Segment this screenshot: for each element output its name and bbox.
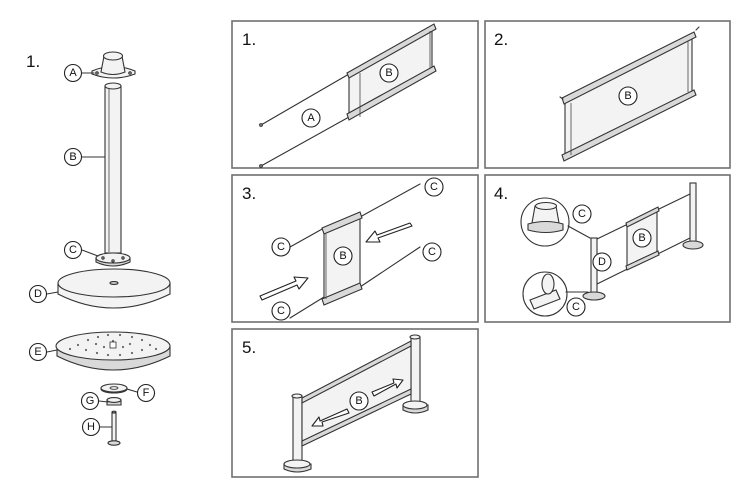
pole bbox=[104, 82, 122, 254]
step-number-left: 1. bbox=[26, 52, 40, 71]
svg-text:C: C bbox=[428, 246, 436, 258]
weight-plate bbox=[55, 331, 171, 371]
panel-5: 5. B bbox=[231, 328, 479, 478]
svg-text:D: D bbox=[34, 288, 42, 300]
svg-text:B: B bbox=[638, 232, 645, 244]
svg-text:B: B bbox=[624, 90, 631, 102]
svg-text:3.: 3. bbox=[242, 184, 256, 203]
bolt bbox=[107, 410, 121, 446]
svg-text:4.: 4. bbox=[494, 184, 508, 203]
svg-text:G: G bbox=[86, 395, 95, 407]
flange bbox=[95, 252, 131, 267]
label-d: D bbox=[28, 284, 48, 304]
svg-text:F: F bbox=[143, 387, 150, 399]
label-e: E bbox=[28, 342, 48, 362]
svg-text:B: B bbox=[339, 250, 346, 262]
svg-text:C: C bbox=[277, 241, 285, 253]
label-f: F bbox=[136, 383, 156, 403]
svg-text:H: H bbox=[87, 421, 95, 433]
label-h: H bbox=[81, 417, 101, 437]
base-plate bbox=[57, 268, 171, 309]
svg-text:A: A bbox=[69, 67, 77, 79]
svg-text:1.: 1. bbox=[242, 30, 256, 49]
label-a: A bbox=[63, 63, 83, 83]
svg-text:B: B bbox=[69, 151, 76, 163]
svg-text:C: C bbox=[69, 244, 77, 256]
svg-text:B: B bbox=[355, 395, 362, 407]
top-cap bbox=[91, 51, 136, 79]
panel-3: 3. B C C C C bbox=[231, 174, 479, 323]
svg-text:C: C bbox=[572, 301, 580, 313]
panel-1: 1. B A bbox=[231, 20, 479, 169]
washer bbox=[100, 383, 128, 394]
svg-text:E: E bbox=[34, 346, 41, 358]
svg-text:C: C bbox=[578, 208, 586, 220]
nut bbox=[106, 397, 122, 406]
svg-text:2.: 2. bbox=[494, 30, 508, 49]
exploded-view: 1. bbox=[26, 51, 171, 446]
panel-2: 2. B bbox=[484, 20, 731, 169]
label-g: G bbox=[80, 391, 100, 411]
svg-text:A: A bbox=[307, 112, 315, 124]
svg-text:D: D bbox=[598, 256, 606, 268]
label-c: C bbox=[63, 240, 83, 260]
label-b: B bbox=[63, 147, 83, 167]
panel-4: 4. C C B D bbox=[484, 174, 731, 323]
svg-text:B: B bbox=[385, 67, 392, 79]
svg-text:C: C bbox=[277, 305, 285, 317]
leader-lines-left bbox=[46, 72, 138, 428]
svg-text:C: C bbox=[430, 181, 438, 193]
svg-text:5.: 5. bbox=[242, 338, 256, 357]
